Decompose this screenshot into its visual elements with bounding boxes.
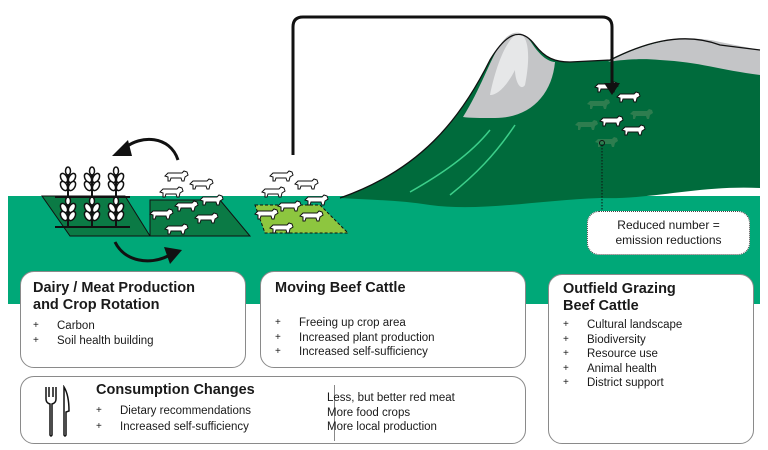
- list-item: +District support: [563, 377, 664, 389]
- moving-title: Moving Beef Cattle: [275, 280, 406, 296]
- wheat-icon: [55, 166, 130, 228]
- snow-cap: [490, 33, 529, 95]
- list-item: +Increased self-sufficiency: [275, 346, 428, 358]
- list-item: +Animal health: [563, 362, 657, 375]
- consumption-title: Consumption Changes: [96, 382, 255, 398]
- list-item: +Carbon: [33, 320, 95, 332]
- list-item: +Dietary recommendations: [96, 405, 252, 417]
- emission-note: Reduced number = emission reductions: [587, 211, 750, 255]
- list-item: +Increased plant production: [275, 331, 435, 344]
- note-line2: emission reductions: [615, 233, 722, 247]
- list-item: +Biodiversity: [563, 333, 646, 346]
- rotation-arrows-icon: [112, 137, 182, 264]
- fork-knife-icon: [45, 385, 70, 437]
- outcome-item: Less, but better red meat: [327, 392, 455, 404]
- list-item: +Resource use: [563, 348, 658, 360]
- move-to-outfield-arrow-icon: [291, 15, 620, 155]
- rock-ridge: [608, 38, 760, 75]
- list-item: +Soil health building: [33, 334, 154, 347]
- list-item: +Increased self-sufficiency: [96, 421, 249, 433]
- mountain: [340, 34, 760, 208]
- list-item: +Freeing up crop area: [275, 317, 406, 329]
- note-line1: Reduced number =: [617, 218, 720, 232]
- consumption-box: Consumption Changes +Dietary recommendat…: [20, 376, 526, 444]
- outcome-item: More local production: [327, 421, 437, 433]
- list-item: +Cultural landscape: [563, 319, 683, 331]
- moving-box: Moving Beef Cattle +Freeing up crop area…: [260, 271, 526, 368]
- divider: [334, 385, 335, 441]
- outcome-item: More food crops: [327, 406, 411, 419]
